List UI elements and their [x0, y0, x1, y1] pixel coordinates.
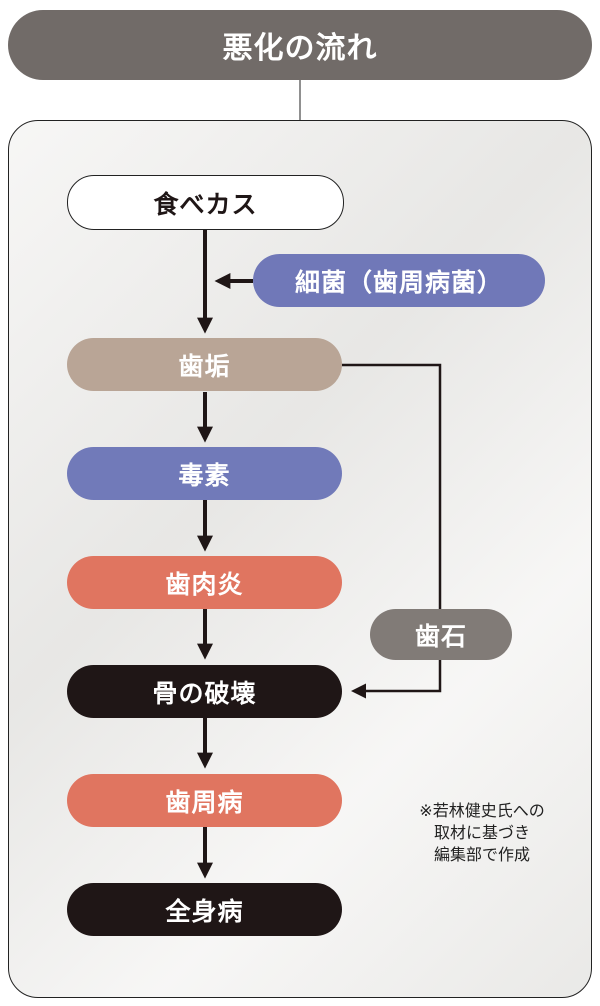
diagram-title: 悪化の流れ	[8, 10, 592, 80]
node-gingivitis: 歯肉炎	[67, 556, 342, 609]
note-line: 編集部で作成	[433, 845, 530, 864]
node-periodontal-disease: 歯周病	[67, 774, 342, 827]
note-line: ※若林健史氏への	[419, 801, 545, 820]
node-toxin: 毒素	[67, 447, 342, 500]
source-note: ※若林健史氏への 取材に基づき 編集部で作成	[392, 800, 572, 866]
node-bacteria: 細菌（歯周病菌）	[253, 254, 545, 307]
arrow-plaque-tartar-bone	[342, 363, 442, 699]
note-line: 取材に基づき	[433, 823, 530, 842]
node-tartar: 歯石	[370, 609, 512, 660]
node-food-debris: 食べカス	[67, 175, 344, 230]
node-plaque: 歯垢	[67, 338, 342, 391]
node-systemic-disease: 全身病	[67, 883, 342, 936]
node-bone-destruction: 骨の破壊	[67, 665, 342, 718]
